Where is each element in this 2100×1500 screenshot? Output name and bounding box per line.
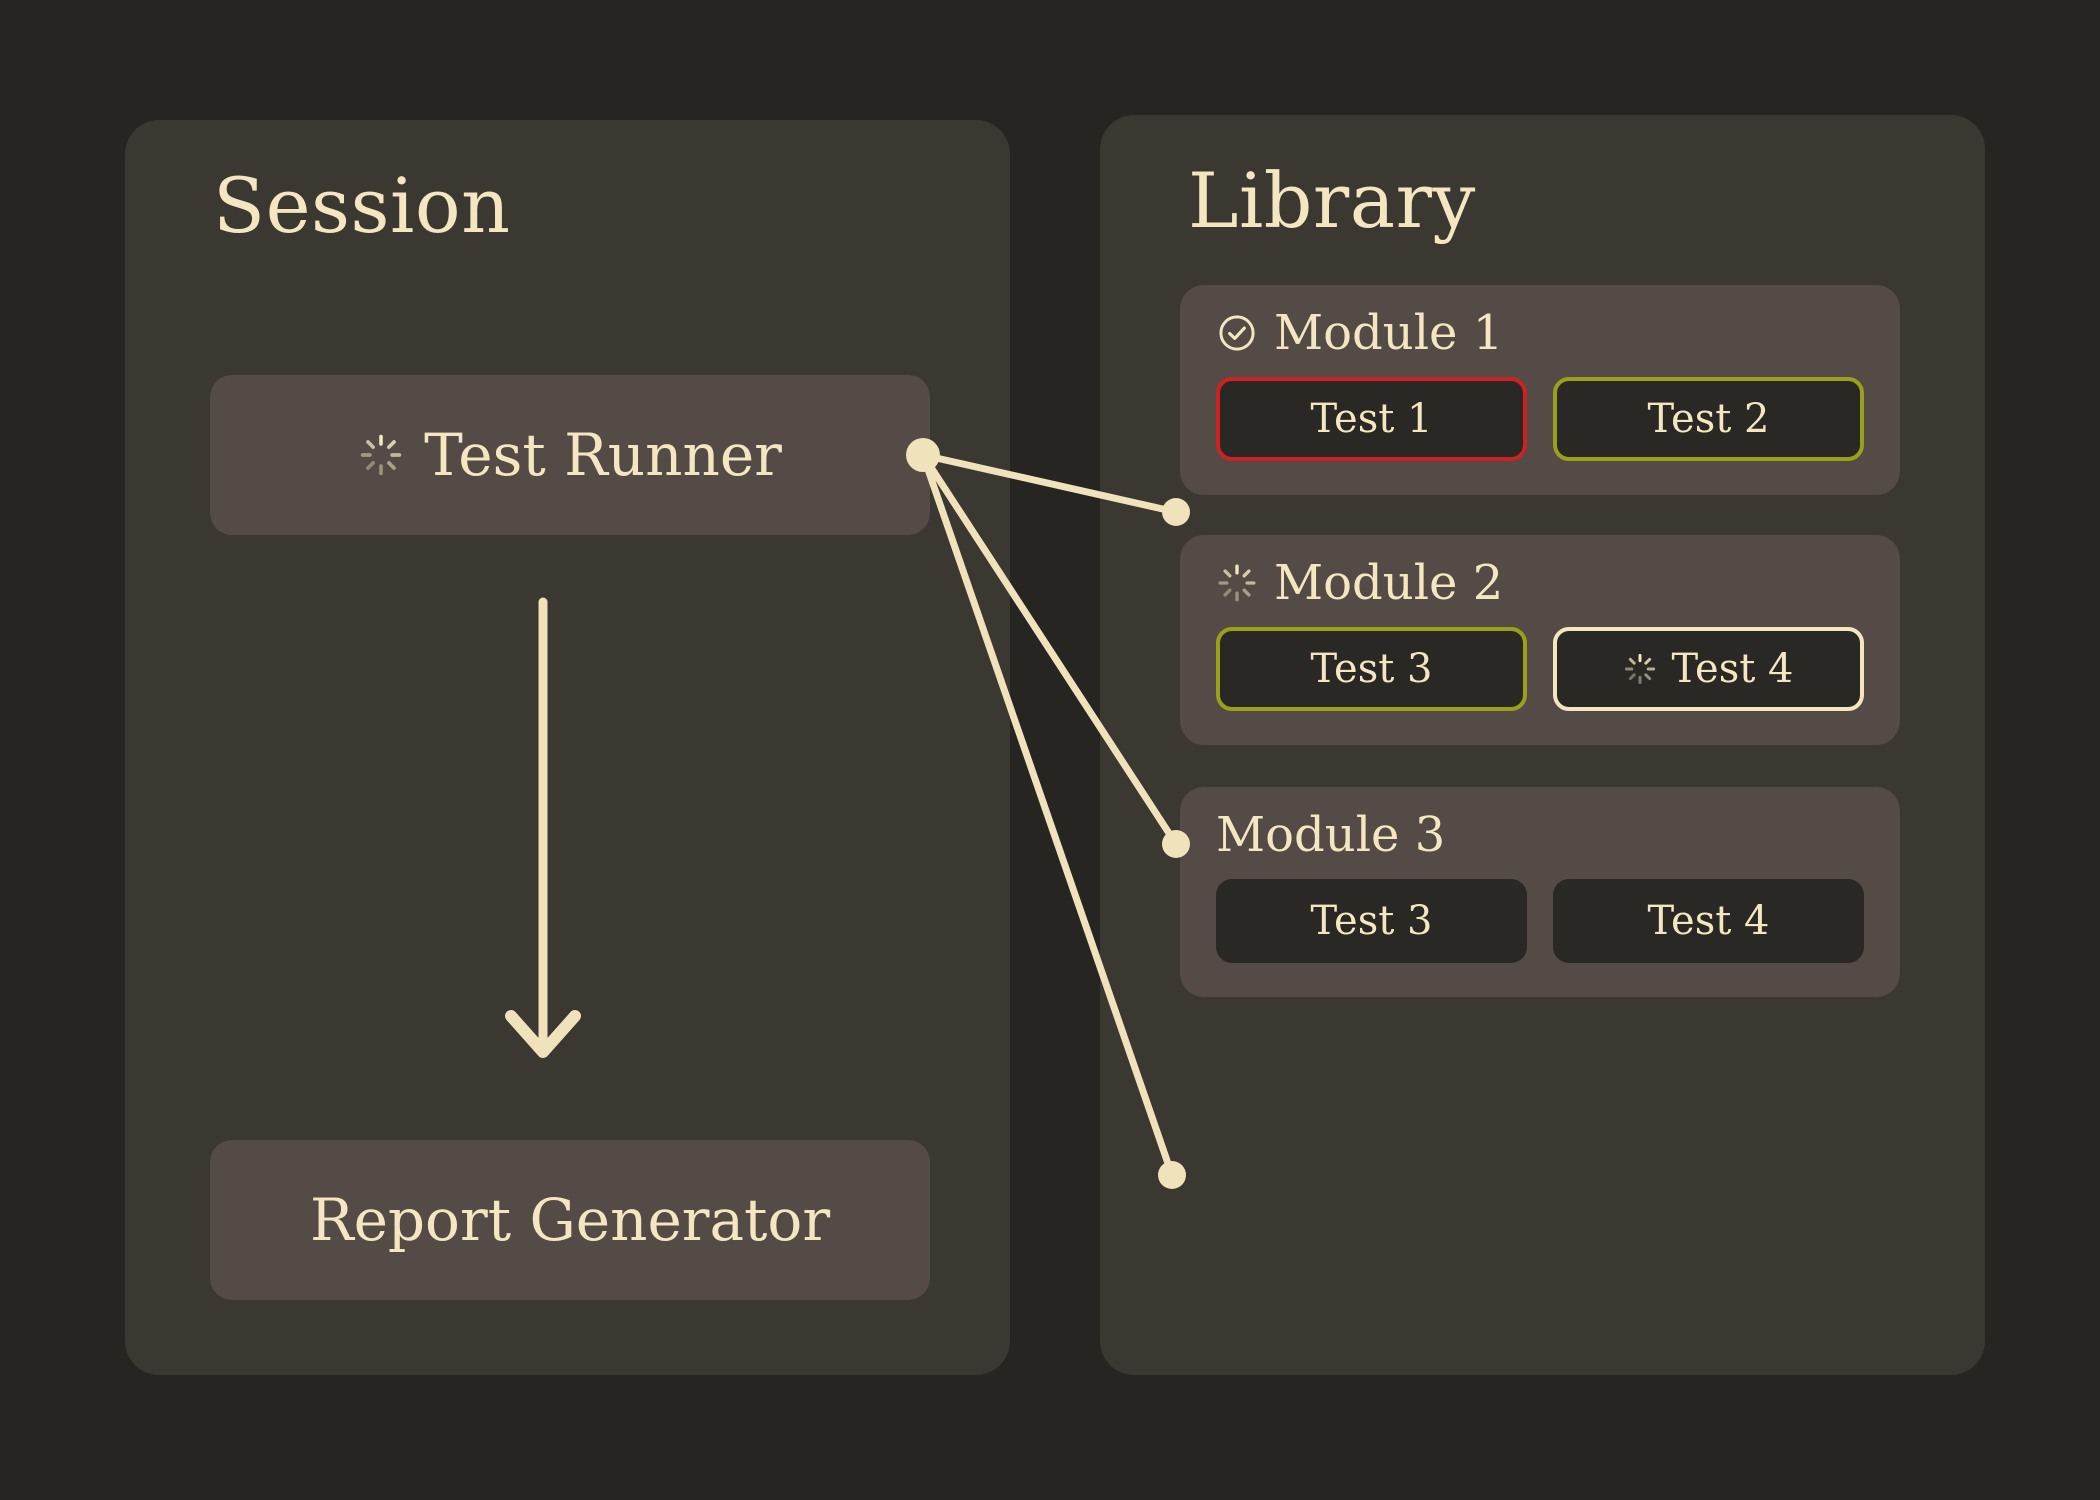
- test-chip-test-4[interactable]: Test 4: [1553, 879, 1864, 963]
- module-name: Module 2: [1274, 555, 1504, 611]
- test-chip-label: Test 3: [1310, 646, 1433, 692]
- library-panel-title: Library: [1188, 156, 1476, 245]
- module-card[interactable]: Module 2 Test 3: [1180, 535, 1900, 745]
- node-report-generator-label: Report Generator: [309, 1186, 831, 1254]
- test-chip-label: Test 3: [1310, 898, 1433, 944]
- module-card[interactable]: Module 1 Test 1 Test 2: [1180, 285, 1900, 495]
- test-chip-label: Test 4: [1647, 898, 1770, 944]
- module-name: Module 1: [1274, 305, 1504, 361]
- test-chip-label: Test 4: [1671, 646, 1794, 692]
- test-row: Test 3 Test 4: [1216, 879, 1864, 963]
- module-header: Module 3: [1216, 811, 1864, 859]
- test-chip-label: Test 2: [1647, 396, 1770, 442]
- node-test-runner-label: Test Runner: [424, 421, 782, 489]
- module-header: Module 1: [1216, 309, 1864, 357]
- module-name: Module 3: [1216, 807, 1446, 863]
- module-card[interactable]: Module 3 Test 3 Test 4: [1180, 787, 1900, 997]
- module-header: Module 2: [1216, 559, 1864, 607]
- test-chip-test-2[interactable]: Test 2: [1553, 377, 1864, 461]
- library-panel: Library Module 1 Test 1 Test 2: [1100, 115, 1985, 1375]
- test-chip-test-4[interactable]: Test 4: [1553, 627, 1864, 711]
- test-row: Test 3: [1216, 627, 1864, 711]
- check-circle-icon: [1216, 312, 1258, 354]
- session-panel: Session Test Runner: [125, 120, 1010, 1375]
- spinner-icon: [358, 432, 404, 478]
- test-chip-test-3[interactable]: Test 3: [1216, 879, 1527, 963]
- test-row: Test 1 Test 2: [1216, 377, 1864, 461]
- session-panel-title: Session: [213, 161, 511, 250]
- spinner-icon: [1216, 562, 1258, 604]
- test-chip-test-1[interactable]: Test 1: [1216, 377, 1527, 461]
- node-test-runner[interactable]: Test Runner: [210, 375, 930, 535]
- test-chip-label: Test 1: [1310, 396, 1433, 442]
- spinner-icon: [1623, 652, 1657, 686]
- test-chip-test-3[interactable]: Test 3: [1216, 627, 1527, 711]
- node-report-generator[interactable]: Report Generator: [210, 1140, 930, 1300]
